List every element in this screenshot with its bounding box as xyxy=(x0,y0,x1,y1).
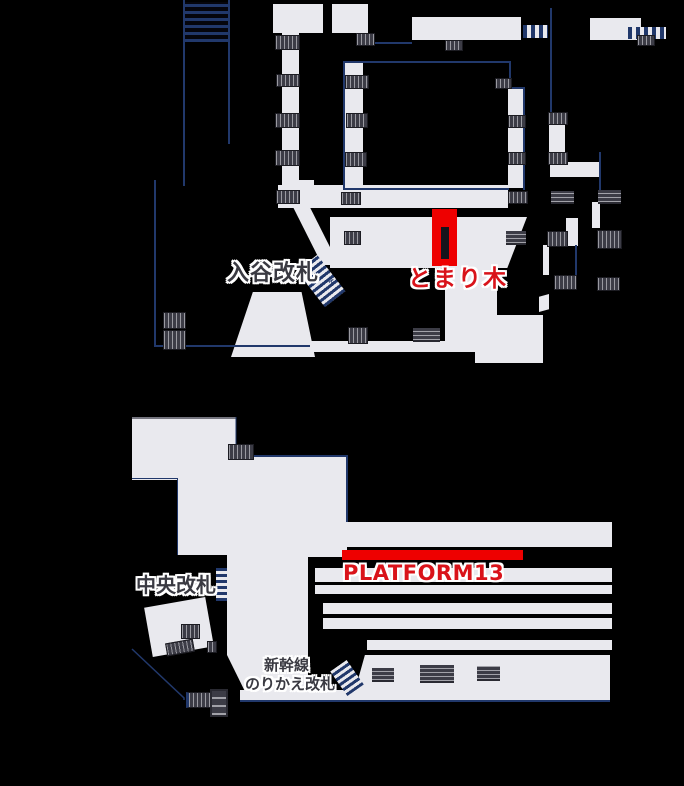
map-outline xyxy=(132,478,178,479)
map-outline xyxy=(523,87,525,190)
tomarigi-marker-bar xyxy=(441,227,449,259)
corridor xyxy=(330,217,527,268)
tomarigi-label: とまり木 xyxy=(408,266,508,292)
floor-area xyxy=(475,315,543,363)
stairs-icon xyxy=(228,444,254,460)
platform-strip xyxy=(367,640,612,650)
stairs-icon xyxy=(554,275,577,290)
concourse xyxy=(236,455,347,557)
escalator-icon xyxy=(506,231,526,245)
corridor xyxy=(307,341,506,352)
map-outline xyxy=(575,245,577,290)
stairs-icon xyxy=(344,231,361,245)
stairs-icon xyxy=(341,192,361,205)
corridor xyxy=(278,185,508,208)
shinkansen-transfer-label-line1: 新幹線 xyxy=(264,656,310,674)
escalator-icon xyxy=(372,668,394,682)
stairs-icon xyxy=(508,152,526,165)
map-outline xyxy=(509,87,524,89)
escalator-icon xyxy=(598,190,621,204)
stairs-icon xyxy=(445,40,463,51)
map-outline xyxy=(228,0,230,144)
elevator-icon xyxy=(181,624,200,639)
stairs-icon xyxy=(345,152,367,167)
platform-strip xyxy=(315,568,612,582)
stairs-icon xyxy=(275,35,300,50)
map-outline xyxy=(346,455,348,522)
escalator-icon xyxy=(413,328,440,342)
platform13-label: PLATFORM13 xyxy=(343,561,505,585)
stairs-icon xyxy=(276,74,300,87)
stairs-icon xyxy=(276,190,300,204)
floor-area xyxy=(273,4,323,33)
map-outline xyxy=(343,188,509,190)
concourse xyxy=(178,478,236,555)
corridor xyxy=(549,123,565,153)
platform13-marker xyxy=(342,550,523,560)
stairs-icon xyxy=(508,115,526,128)
map-outline xyxy=(183,0,185,186)
floor-area xyxy=(332,4,368,33)
stairs-icon xyxy=(508,191,528,204)
escalator-icon xyxy=(551,191,574,204)
stairs-icon xyxy=(275,150,300,166)
corridor xyxy=(543,245,549,275)
stairs-icon xyxy=(547,231,568,247)
stairs-icon xyxy=(597,277,620,291)
map-outline xyxy=(177,478,178,555)
ticket-gate-hatch-icon xyxy=(216,568,227,601)
stairs-icon xyxy=(637,35,655,46)
escalator-arrow-icon xyxy=(539,294,549,312)
corridor xyxy=(412,17,521,40)
stairs-icon xyxy=(548,112,568,125)
iriya-gate-label: 入谷改札 xyxy=(227,261,320,286)
stairs-icon xyxy=(207,641,217,653)
map-outline xyxy=(368,42,412,44)
stairs-icon xyxy=(186,692,212,708)
stairs-icon xyxy=(346,113,368,128)
stairs-icon xyxy=(597,230,622,249)
map-outline xyxy=(509,61,511,89)
platform-strip xyxy=(323,603,612,614)
stairs-icon xyxy=(348,327,368,344)
stairs-icon xyxy=(163,312,186,329)
concourse xyxy=(132,417,236,480)
platform-strip xyxy=(347,522,612,547)
map-outline xyxy=(154,180,156,347)
stairs-icon xyxy=(548,152,568,165)
stairs-icon xyxy=(356,33,375,46)
corridor xyxy=(592,202,600,228)
stairs-icon xyxy=(345,75,369,89)
platform-strip xyxy=(315,585,612,594)
map-outline xyxy=(343,61,511,63)
corridor xyxy=(566,218,578,246)
central-gate-label: 中央改札 xyxy=(136,573,216,597)
corridor xyxy=(227,555,308,655)
stairs-icon xyxy=(275,113,300,128)
escalator-icon xyxy=(420,665,454,683)
platform-strip xyxy=(323,618,612,629)
stairs-hatch-icon xyxy=(523,25,548,38)
map-outline xyxy=(550,8,552,114)
map-outline xyxy=(154,345,310,347)
corridor xyxy=(550,162,599,177)
map-outline xyxy=(599,152,601,202)
elevator-icon xyxy=(210,689,228,717)
walkway xyxy=(240,690,610,701)
stairs-icon xyxy=(163,330,186,350)
stairs-icon xyxy=(495,78,512,89)
stair-shaft-stripes-icon xyxy=(185,2,228,42)
map-outline xyxy=(240,700,610,702)
shinkansen-transfer-label-line2: のりかえ改札 xyxy=(245,675,336,693)
map-outline xyxy=(343,61,345,190)
escalator-icon xyxy=(477,666,500,681)
